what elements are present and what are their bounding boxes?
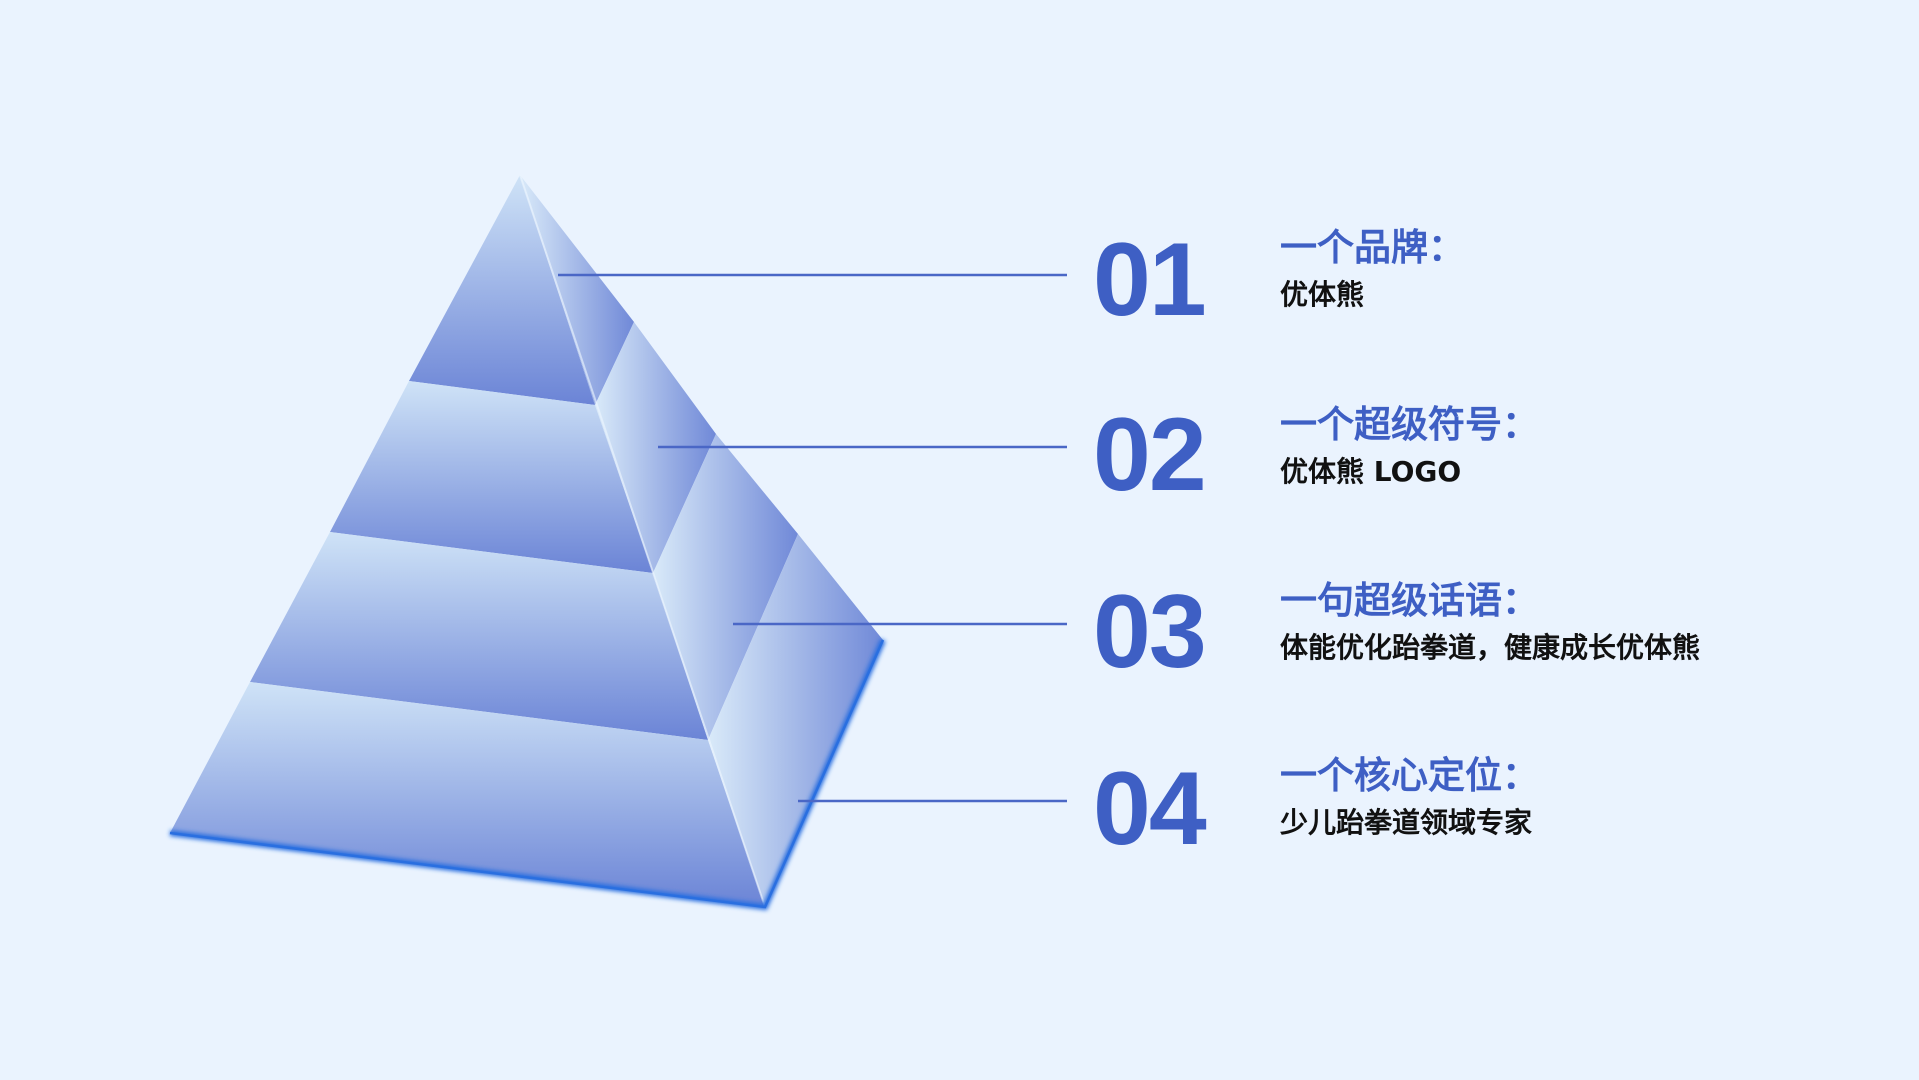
- item-title-1: 一个品牌：: [1280, 226, 1465, 269]
- pyramid-front-layer-3: [250, 532, 708, 740]
- pyramid-side-layer-4: [708, 534, 883, 907]
- pyramid-base-edge-core: [169, 639, 885, 909]
- pyramid-side-layer-3: [653, 434, 798, 740]
- item-description-3: 体能优化跆拳道，健康成长优体熊: [1280, 631, 1701, 664]
- item-number-2: 02: [1093, 397, 1207, 513]
- item-number-1: 01: [1093, 222, 1207, 338]
- item-title-4: 一个核心定位：: [1280, 754, 1539, 797]
- item-description-4: 少儿跆拳道领域专家: [1280, 806, 1533, 839]
- item-description-1: 优体熊: [1280, 278, 1365, 311]
- item-number-4: 04: [1093, 751, 1207, 867]
- item-number-3: 03: [1093, 574, 1207, 690]
- pyramid-front-layer-2: [330, 381, 653, 573]
- item-description-2: 优体熊 LOGO: [1280, 455, 1462, 488]
- pyramid-front-layer-1: [409, 175, 595, 405]
- pyramid-side-layer-1: [520, 175, 634, 405]
- item-title-3: 一句超级话语：: [1280, 579, 1539, 622]
- item-title-2: 一个超级符号：: [1280, 403, 1539, 446]
- pyramid-side-layer-2: [595, 322, 716, 573]
- pyramid-ridge-highlight: [519, 174, 766, 908]
